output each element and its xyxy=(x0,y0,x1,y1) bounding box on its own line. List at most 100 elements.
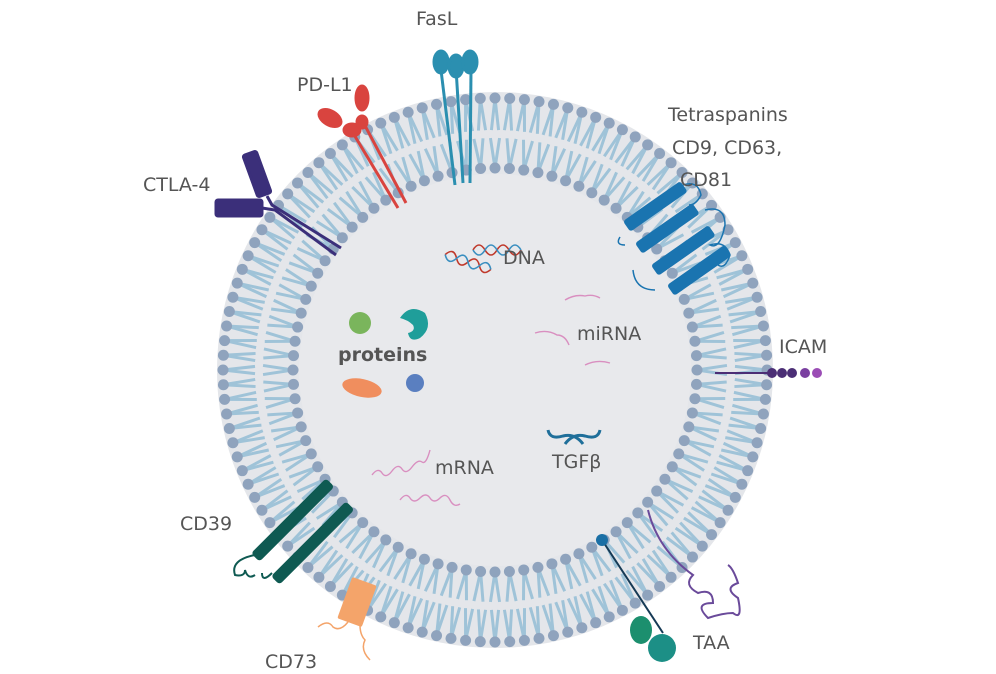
lipid-head xyxy=(221,320,233,332)
lipid-head xyxy=(380,194,392,206)
lipid-head xyxy=(546,170,558,182)
lipid-head xyxy=(742,465,754,477)
label-ctla4: CTLA-4 xyxy=(143,174,211,196)
lipid-head xyxy=(751,437,763,449)
lipid-head xyxy=(747,277,759,289)
lipid-head xyxy=(759,393,771,405)
lipid-head xyxy=(755,422,767,434)
lipid-head xyxy=(242,250,254,262)
lipid-head xyxy=(292,321,304,333)
lipid-head xyxy=(217,349,229,361)
lipid-head xyxy=(573,180,585,192)
lipid-bilayer xyxy=(217,92,773,648)
lipid-head xyxy=(445,96,457,108)
lipid-head xyxy=(223,422,235,434)
lipid-head xyxy=(747,451,759,463)
lipid-head xyxy=(295,307,307,319)
lipid-head xyxy=(757,408,769,420)
label-cd39: CD39 xyxy=(180,513,233,535)
lipid-head xyxy=(474,636,486,648)
lipid-head xyxy=(676,167,688,179)
lipid-head xyxy=(616,604,628,616)
lipid-head xyxy=(736,250,748,262)
lipid-head xyxy=(264,517,276,529)
lipid-head xyxy=(533,96,545,108)
lipid-head xyxy=(292,177,304,189)
lipid-head xyxy=(489,92,501,104)
lipid-head xyxy=(518,564,530,576)
lipid-head xyxy=(368,202,380,214)
lipid-head xyxy=(666,461,678,473)
lipid-head xyxy=(249,491,261,503)
label-icam: ICAM xyxy=(779,336,828,358)
lipid-head xyxy=(586,187,598,199)
lipid-head xyxy=(751,291,763,303)
lipid-head xyxy=(388,111,400,123)
mrna-icon xyxy=(371,449,461,507)
lipid-head xyxy=(503,565,515,577)
lipid-head xyxy=(560,175,572,187)
lipid-head xyxy=(560,553,572,565)
lipid-head xyxy=(405,180,417,192)
lipid-head xyxy=(642,496,654,508)
lipid-head xyxy=(518,164,530,176)
lipid-head xyxy=(755,306,767,318)
lipid-head xyxy=(489,636,501,648)
label-proteins: proteins xyxy=(338,344,428,366)
lipid-head xyxy=(295,421,307,433)
lipid-head xyxy=(221,408,233,420)
lipid-head xyxy=(489,566,501,578)
membrane-proteins xyxy=(214,49,822,662)
lipid-head xyxy=(475,565,487,577)
ctla4-icon xyxy=(214,149,342,257)
lipid-head xyxy=(590,111,602,123)
proteins-icon xyxy=(342,309,429,398)
lipid-head xyxy=(576,106,588,118)
lipid-head xyxy=(324,581,336,593)
lipid-head xyxy=(446,561,458,573)
lipid-head xyxy=(289,335,301,347)
lipid-head xyxy=(691,364,703,376)
label-cd81: CD81 xyxy=(680,169,733,191)
label-taa: TAA xyxy=(693,632,730,654)
lipid-head xyxy=(547,630,559,642)
lipid-head xyxy=(759,335,771,347)
lipid-head xyxy=(651,485,663,497)
lipid-head xyxy=(313,157,325,169)
lipid-head xyxy=(757,320,769,332)
lipid-head xyxy=(722,504,734,516)
lipid-head xyxy=(503,163,515,175)
lipid-head xyxy=(532,561,544,573)
lipid-head xyxy=(460,94,472,106)
lipid-head xyxy=(282,540,294,552)
lipid-head xyxy=(432,558,444,570)
lipid-head xyxy=(219,393,231,405)
lipid-head xyxy=(678,435,690,447)
label-tetraspanins: Tetraspanins xyxy=(668,104,788,126)
lipid-head xyxy=(324,147,336,159)
lipid-head xyxy=(696,540,708,552)
label-mirna: miRNA xyxy=(577,323,642,345)
lipid-head xyxy=(546,558,558,570)
lipid-head xyxy=(300,435,312,447)
lipid-head xyxy=(416,102,428,114)
fasl-icon xyxy=(432,49,479,186)
lipid-head xyxy=(603,117,615,129)
lipid-head xyxy=(375,117,387,129)
lipid-head xyxy=(665,571,677,583)
lipid-head xyxy=(632,507,644,519)
lipid-head xyxy=(302,167,314,179)
label-cd73: CD73 xyxy=(265,651,318,673)
lipid-head xyxy=(654,147,666,159)
lipid-head xyxy=(300,293,312,305)
lipid-head xyxy=(489,162,501,174)
lipid-head xyxy=(236,465,248,477)
lipid-head xyxy=(714,517,726,529)
lipid-head xyxy=(357,517,369,529)
lipid-head xyxy=(402,622,414,634)
taa-icon xyxy=(596,509,741,662)
lipid-head xyxy=(445,632,457,644)
lipid-head xyxy=(673,448,685,460)
